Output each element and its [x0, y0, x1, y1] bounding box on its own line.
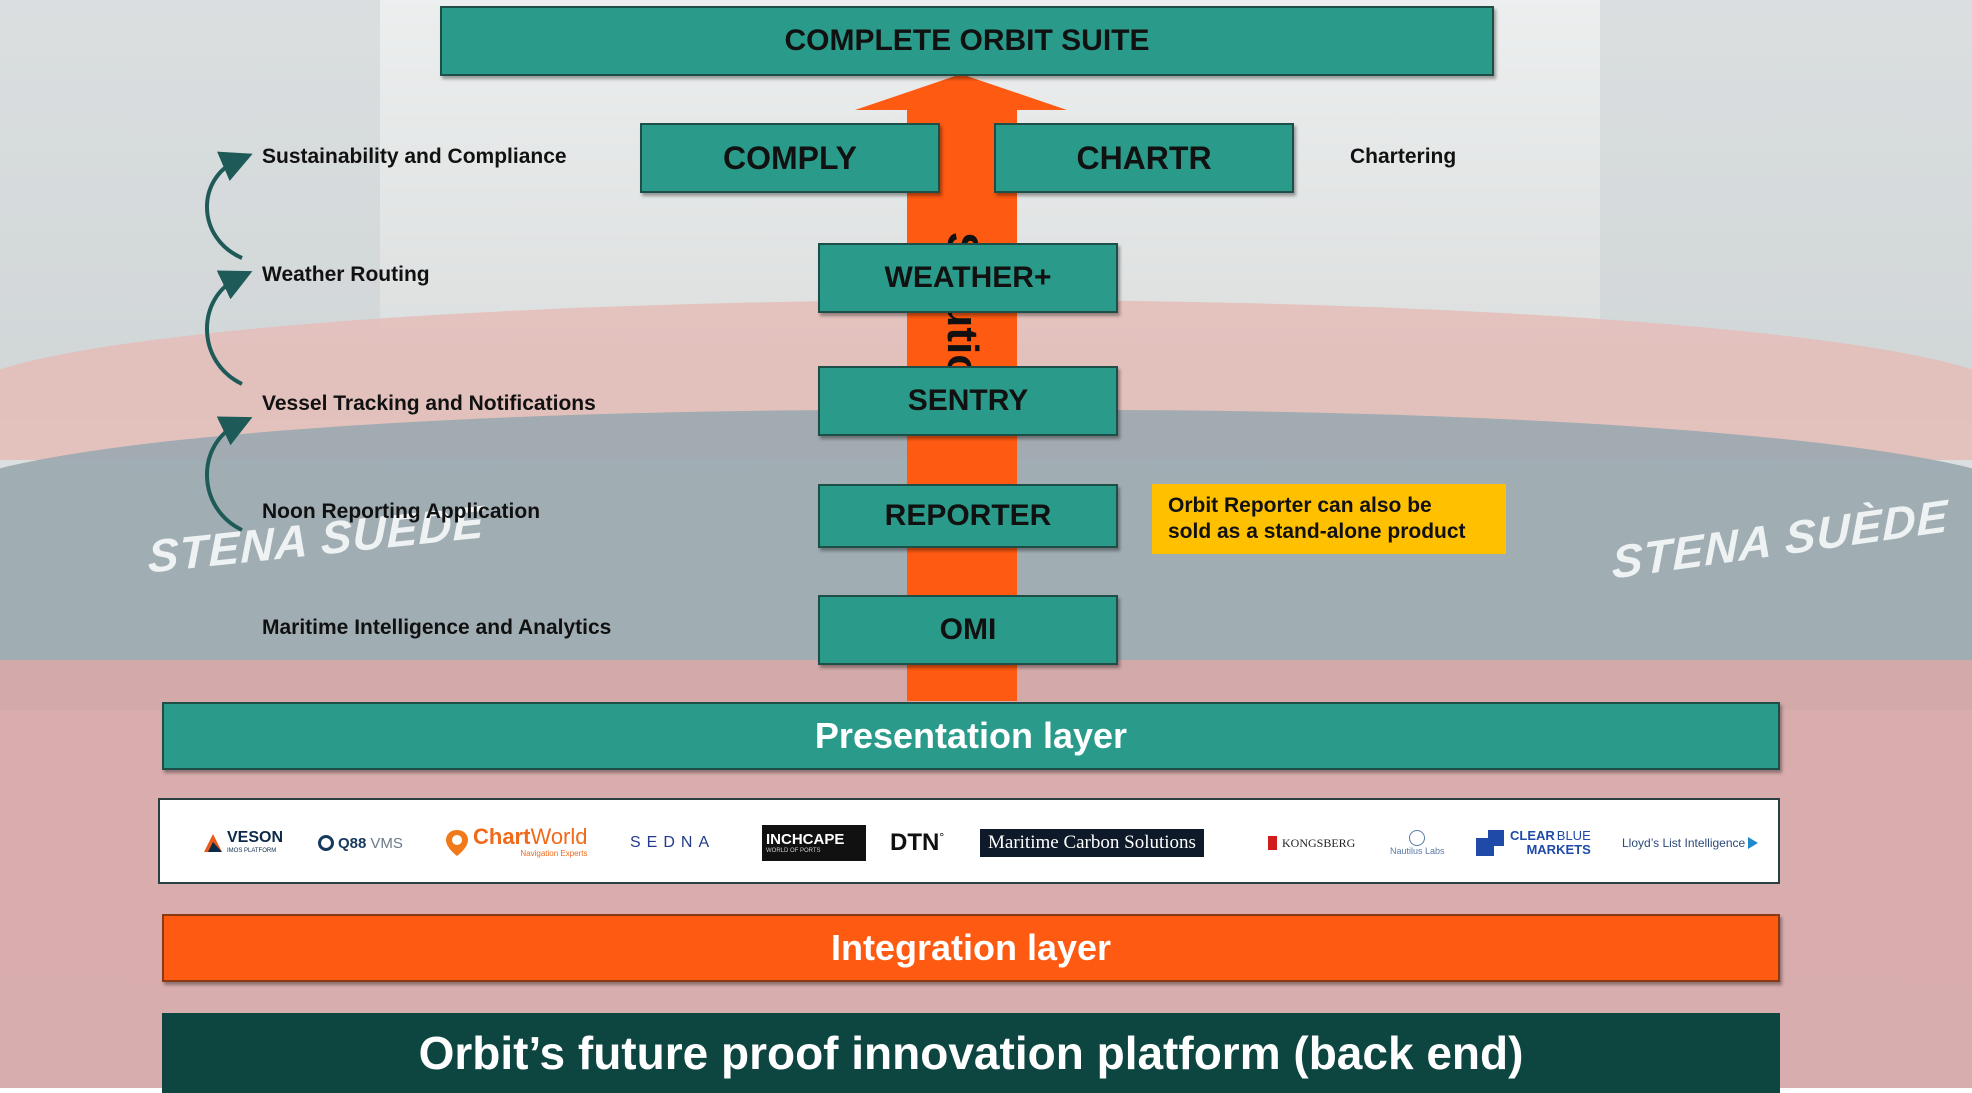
mcs-logo: Maritime Carbon Solutions [980, 800, 1204, 886]
q88-vms: VMS [370, 834, 403, 852]
chartworld-sub: Navigation Experts [520, 849, 588, 858]
label-sustainability: Sustainability and Compliance [262, 145, 567, 168]
chartworld-logo: ChartWorld Navigation Experts [444, 800, 588, 886]
inchcape-name: INCHCAPE [766, 830, 845, 848]
veson-mark-icon [204, 834, 222, 852]
cbm-clear: CLEAR [1510, 828, 1555, 843]
reporter-standalone-note: Orbit Reporter can also be sold as a sta… [1152, 484, 1506, 554]
q88-circle-icon [318, 835, 334, 851]
label-weather-routing: Weather Routing [262, 263, 430, 286]
partner-logos-strip: VESON IMOS PLATFORM Q88 VMS ChartWorld N… [158, 798, 1780, 884]
mcs-name: Maritime Carbon Solutions [980, 829, 1204, 857]
curved-arrows [205, 151, 253, 532]
curved-arrow-icon [205, 416, 253, 532]
nautilus-name: Nautilus Labs [1390, 846, 1445, 856]
note-line-2: sold as a stand-alone product [1168, 520, 1466, 543]
q88-name: Q88 [338, 834, 367, 852]
dtn-name: DTN [890, 829, 940, 856]
solution-arrow-head [855, 74, 1067, 110]
integration-layer: Integration layer [162, 914, 1780, 982]
veson-sub: IMOS PLATFORM [227, 848, 277, 854]
backend-platform-banner: Orbit’s future proof innovation platform… [162, 1013, 1780, 1093]
label-maritime-intelligence: Maritime Intelligence and Analytics [262, 616, 612, 639]
dtn-degree-icon: ° [939, 830, 945, 844]
nautilus-logo: Nautilus Labs [1390, 800, 1445, 886]
chartworld-pin-icon [446, 830, 468, 856]
curved-arrow-icon [205, 270, 253, 386]
weather-plus-box: WEATHER+ [818, 243, 1118, 313]
comply-box: COMPLY [640, 123, 940, 193]
chartworld-b: World [530, 824, 588, 849]
dtn-logo: DTN ° [890, 800, 944, 886]
nautilus-mark-icon [1409, 830, 1426, 846]
note-line-1: Orbit Reporter can also be [1168, 494, 1432, 517]
inchcape-logo: INCHCAPE WORLD OF PORTS [762, 800, 866, 886]
sedna-logo: SEDNA [630, 800, 715, 886]
clearblue-mark-icon [1476, 830, 1504, 856]
label-noon-reporting: Noon Reporting Application [262, 500, 541, 523]
kongsberg-mark-icon [1268, 836, 1277, 850]
label-chartering: Chartering [1350, 145, 1457, 168]
kongsberg-name: KONGSBERG [1282, 835, 1356, 850]
lloyds-logo: Lloyd’s List Intelligence [1622, 800, 1759, 886]
lloyds-arrow-icon [1748, 837, 1759, 849]
presentation-layer: Presentation layer [162, 702, 1780, 770]
sentry-box: SENTRY [818, 366, 1118, 436]
cbm-blue: BLUE [1556, 828, 1591, 843]
kongsberg-logo: KONGSBERG [1268, 800, 1355, 886]
complete-orbit-suite-box: COMPLETE ORBIT SUITE [440, 6, 1494, 76]
cbm-markets: MARKETS [1526, 842, 1591, 857]
lloyds-name: Lloyd’s List Intelligence [1622, 836, 1746, 850]
q88-logo: Q88 VMS [318, 800, 403, 886]
omi-box: OMI [818, 595, 1118, 665]
curved-arrow-icon [205, 151, 253, 260]
chartworld-a: Chart [473, 824, 531, 849]
veson-logo: VESON IMOS PLATFORM [202, 800, 283, 886]
inchcape-sub: WORLD OF PORTS [766, 847, 821, 854]
chartr-box: CHARTR [994, 123, 1294, 193]
sedna-name: SEDNA [630, 834, 716, 851]
reporter-box: REPORTER [818, 484, 1118, 548]
veson-name: VESON [227, 829, 284, 846]
label-vessel-tracking: Vessel Tracking and Notifications [262, 392, 596, 415]
